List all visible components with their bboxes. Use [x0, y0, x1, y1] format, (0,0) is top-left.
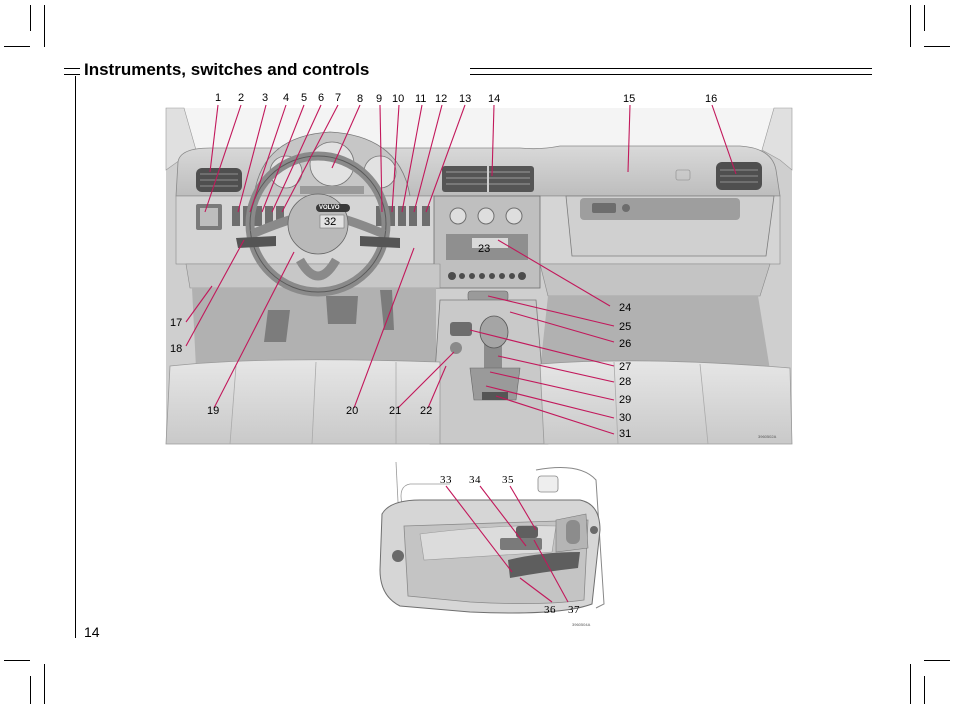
callout-18: 18 [170, 343, 183, 355]
callout-27: 27 [619, 361, 632, 373]
crop-mark [924, 660, 950, 661]
callout-36: 36 [544, 604, 556, 616]
page-title: Instruments, switches and controls [84, 60, 370, 79]
callout-22: 22 [420, 405, 433, 417]
crop-mark [910, 5, 911, 47]
callout-16: 16 [705, 93, 718, 105]
callout-6: 6 [318, 92, 325, 104]
crop-mark [924, 5, 925, 31]
crop-mark [30, 5, 31, 31]
crop-mark [30, 676, 31, 704]
header-rule-right [470, 68, 872, 75]
section-header: Instruments, switches and controls [64, 60, 872, 84]
svg-text:3960502A: 3960502A [758, 434, 777, 439]
callout-3: 3 [262, 92, 269, 104]
callout-23: 23 [478, 243, 491, 255]
callout-10: 10 [392, 93, 405, 105]
volvo-badge: VOLVO [319, 205, 340, 211]
callout-2: 2 [238, 92, 245, 104]
callout-21: 21 [389, 405, 402, 417]
crop-mark [4, 46, 30, 47]
callout-15: 15 [623, 93, 636, 105]
crop-mark [924, 676, 925, 704]
callout-24: 24 [619, 302, 632, 314]
callout-30: 30 [619, 412, 632, 424]
callout-1: 1 [215, 92, 222, 104]
callout-5: 5 [301, 92, 308, 104]
crop-mark [4, 660, 30, 661]
callout-35: 35 [502, 474, 514, 486]
callout-8: 8 [357, 93, 364, 105]
callout-31: 31 [619, 428, 632, 440]
svg-text:3960504A: 3960504A [572, 622, 591, 627]
callout-32: 32 [324, 216, 337, 228]
crop-mark [44, 5, 45, 47]
callout-20: 20 [346, 405, 359, 417]
callout-37: 37 [568, 604, 580, 616]
callout-14: 14 [488, 93, 501, 105]
callout-9: 9 [376, 93, 383, 105]
callout-12: 12 [435, 93, 448, 105]
callout-25: 25 [619, 321, 632, 333]
page-number: 14 [84, 624, 100, 640]
callout-17: 17 [170, 317, 183, 329]
callout-11: 11 [415, 93, 427, 105]
callout-28: 28 [619, 376, 632, 388]
callout-29: 29 [619, 394, 632, 406]
crop-mark [44, 664, 45, 704]
callout-19: 19 [207, 405, 220, 417]
callout-34: 34 [469, 474, 481, 486]
callout-33: 33 [440, 474, 452, 486]
callout-7: 7 [335, 92, 342, 104]
callout-4: 4 [283, 92, 290, 104]
crop-mark [910, 664, 911, 704]
margin-rule [75, 76, 76, 638]
header-rule-left [64, 68, 80, 75]
callout-13: 13 [459, 93, 472, 105]
crop-mark [924, 46, 950, 47]
callout-26: 26 [619, 338, 632, 350]
